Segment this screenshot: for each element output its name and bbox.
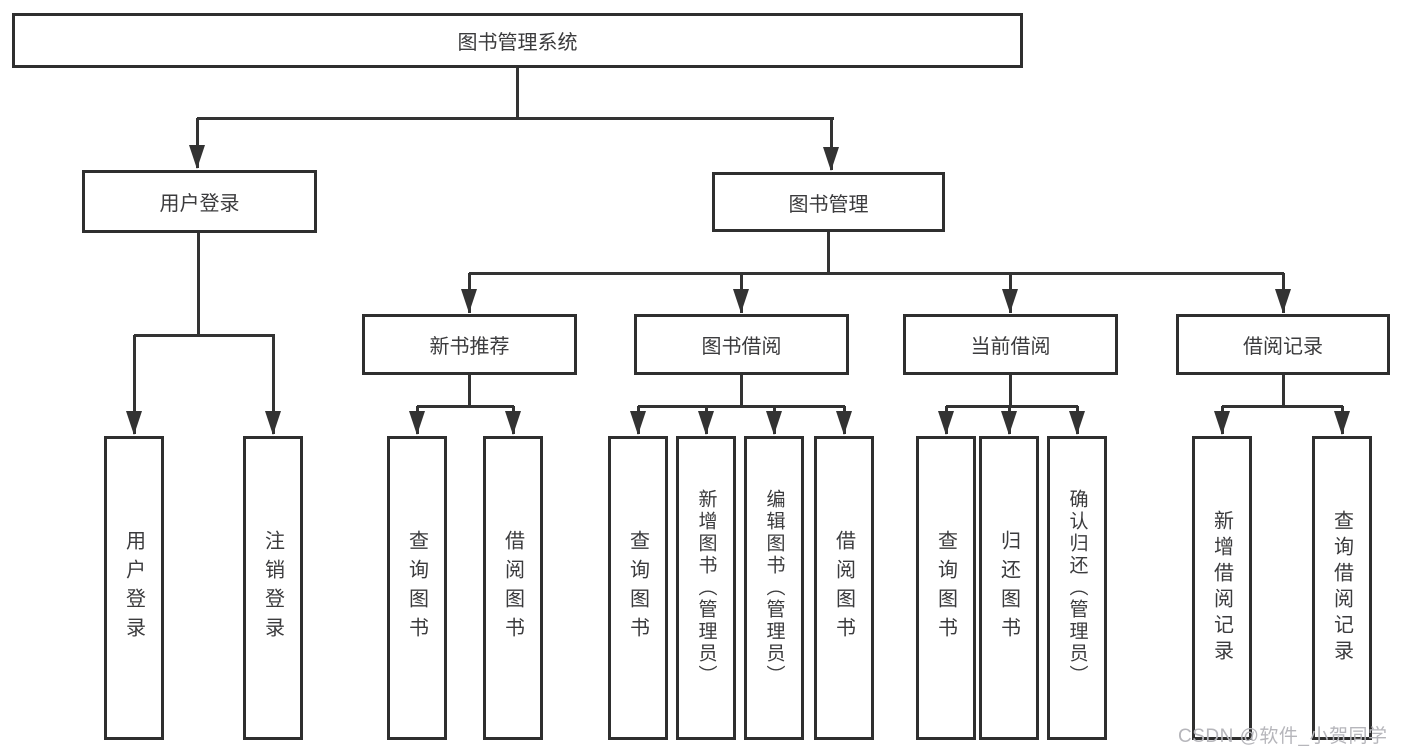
arrowhead-down-icon: [836, 411, 852, 435]
connector-line: [946, 404, 1078, 408]
connector-line: [195, 118, 199, 168]
node-label: 借阅图书: [832, 530, 855, 646]
node-book-management: 图书管理: [712, 172, 945, 232]
connector-line: [739, 375, 743, 407]
node-label: 用户登录: [159, 193, 240, 215]
leaf-logout: 注销登录: [243, 436, 303, 740]
connector-line: [1281, 375, 1285, 407]
node-label: 查询借阅记录: [1330, 510, 1353, 666]
arrowhead-down-icon: [698, 411, 714, 435]
arrowhead-down-icon: [1001, 411, 1017, 435]
node-label: 查询图书: [405, 530, 428, 646]
leaf-records-add-record: 新增借阅记录: [1192, 436, 1252, 740]
connector-line: [134, 333, 275, 337]
arrowhead-down-icon: [1069, 411, 1085, 435]
leaf-recommend-borrow-books: 借阅图书: [483, 436, 543, 740]
leaf-recommend-query-books: 查询图书: [387, 436, 447, 740]
node-label: 新书推荐: [429, 336, 510, 358]
arrowhead-down-icon: [505, 411, 521, 435]
arrowhead-down-icon: [630, 411, 646, 435]
watermark: CSDN @软件_小贺同学: [1178, 726, 1388, 747]
arrowhead-down-icon: [1214, 411, 1230, 435]
connector-line: [417, 404, 514, 408]
connector-line: [197, 116, 834, 120]
arrowhead-down-icon: [766, 411, 782, 435]
leaf-current-query-books: 查询图书: [916, 436, 976, 740]
arrowhead-down-icon: [461, 289, 477, 313]
connector-line: [271, 335, 275, 434]
arrowhead-down-icon: [1334, 411, 1350, 435]
node-new-book-recommend: 新书推荐: [362, 314, 577, 375]
leaf-current-return-books: 归还图书: [979, 436, 1039, 740]
node-borrowing-records: 借阅记录: [1176, 314, 1390, 375]
connector-line: [826, 232, 830, 274]
arrowhead-down-icon: [126, 411, 142, 435]
node-label: 图书借阅: [701, 336, 782, 358]
node-label: 归还图书: [997, 530, 1020, 646]
connector-line: [515, 68, 519, 120]
arrowhead-down-icon: [1275, 289, 1291, 313]
connector-line: [469, 271, 1284, 275]
node-label: 查询图书: [934, 530, 957, 646]
node-label: 借阅图书: [501, 530, 524, 646]
leaf-borrowing-add-books: 新增图书（管理员）: [676, 436, 736, 740]
node-label: 借阅记录: [1243, 336, 1323, 358]
node-label: 新增借阅记录: [1210, 510, 1233, 666]
node-label: 注销登录: [261, 530, 284, 646]
node-label: 当前借阅: [970, 336, 1051, 358]
node-label: 编辑图书（管理员）: [763, 489, 785, 687]
connector-line: [1222, 404, 1343, 408]
connector-line: [467, 375, 471, 407]
node-label: 用户登录: [122, 530, 145, 646]
arrowhead-down-icon: [265, 411, 281, 435]
connector-line: [132, 335, 136, 434]
leaf-user-login: 用户登录: [104, 436, 164, 740]
leaf-records-query-record: 查询借阅记录: [1312, 436, 1372, 740]
node-label: 确认归还（管理员）: [1066, 489, 1088, 687]
node-user-login: 用户登录: [82, 170, 317, 233]
connector-line: [829, 118, 833, 170]
arrowhead-down-icon: [409, 411, 425, 435]
connector-line: [1008, 375, 1012, 407]
node-current-borrowing: 当前借阅: [903, 314, 1118, 375]
node-label: 查询图书: [626, 530, 649, 646]
leaf-current-confirm-return: 确认归还（管理员）: [1047, 436, 1107, 740]
node-label: 图书管理: [788, 193, 869, 216]
node-label: 新增图书（管理员）: [695, 489, 717, 687]
node-label: 图书管理系统: [457, 32, 578, 54]
arrowhead-down-icon: [189, 145, 205, 169]
arrowhead-down-icon: [733, 289, 749, 313]
connector-line: [638, 404, 845, 408]
leaf-borrowing-borrow-books: 借阅图书: [814, 436, 874, 740]
arrowhead-down-icon: [823, 147, 839, 171]
connector-line: [196, 233, 200, 337]
arrowhead-down-icon: [938, 411, 954, 435]
arrowhead-down-icon: [1002, 289, 1018, 313]
leaf-borrowing-edit-books: 编辑图书（管理员）: [744, 436, 804, 740]
node-book-borrowing: 图书借阅: [634, 314, 849, 375]
node-root: 图书管理系统: [12, 13, 1023, 68]
leaf-borrowing-query-books: 查询图书: [608, 436, 668, 740]
